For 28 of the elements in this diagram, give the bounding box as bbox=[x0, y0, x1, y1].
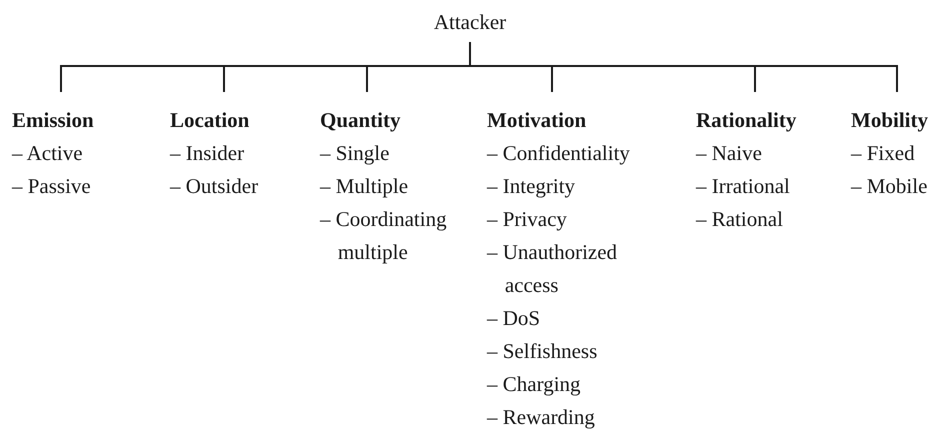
category-heading: Location bbox=[170, 107, 250, 134]
list-item: – Confidentiality bbox=[487, 140, 631, 167]
category-heading: Motivation bbox=[487, 107, 588, 134]
list-item: – Coordinating multiple bbox=[320, 206, 448, 266]
category-heading: Emission bbox=[12, 107, 95, 134]
category-heading: Quantity bbox=[320, 107, 402, 134]
list-item: – Rewarding bbox=[487, 404, 596, 431]
list-item: – Privacy bbox=[487, 206, 568, 233]
list-item: – Unauthorized access bbox=[487, 239, 618, 299]
list-item: – Active bbox=[12, 140, 84, 167]
list-item: – Insider bbox=[170, 140, 246, 167]
root-label: Attacker bbox=[420, 6, 520, 42]
list-item: – Mobile bbox=[851, 173, 928, 200]
list-item: – Passive bbox=[12, 173, 92, 200]
list-item: – Multiple bbox=[320, 173, 410, 200]
list-item: – Outsider bbox=[170, 173, 260, 200]
category-heading: Mobility bbox=[851, 107, 929, 134]
list-item: – Selfishness bbox=[487, 338, 598, 365]
list-item: – Irrational bbox=[696, 173, 791, 200]
list-item: – Integrity bbox=[487, 173, 576, 200]
list-item: – Single bbox=[320, 140, 390, 167]
category-heading: Rationality bbox=[696, 107, 798, 134]
list-item: – Naive bbox=[696, 140, 763, 167]
list-item: – Charging bbox=[487, 371, 582, 398]
list-item: – DoS bbox=[487, 305, 542, 332]
tree-connector bbox=[469, 42, 898, 92]
list-item: – Fixed bbox=[851, 140, 916, 167]
list-item: – Rational bbox=[696, 206, 784, 233]
